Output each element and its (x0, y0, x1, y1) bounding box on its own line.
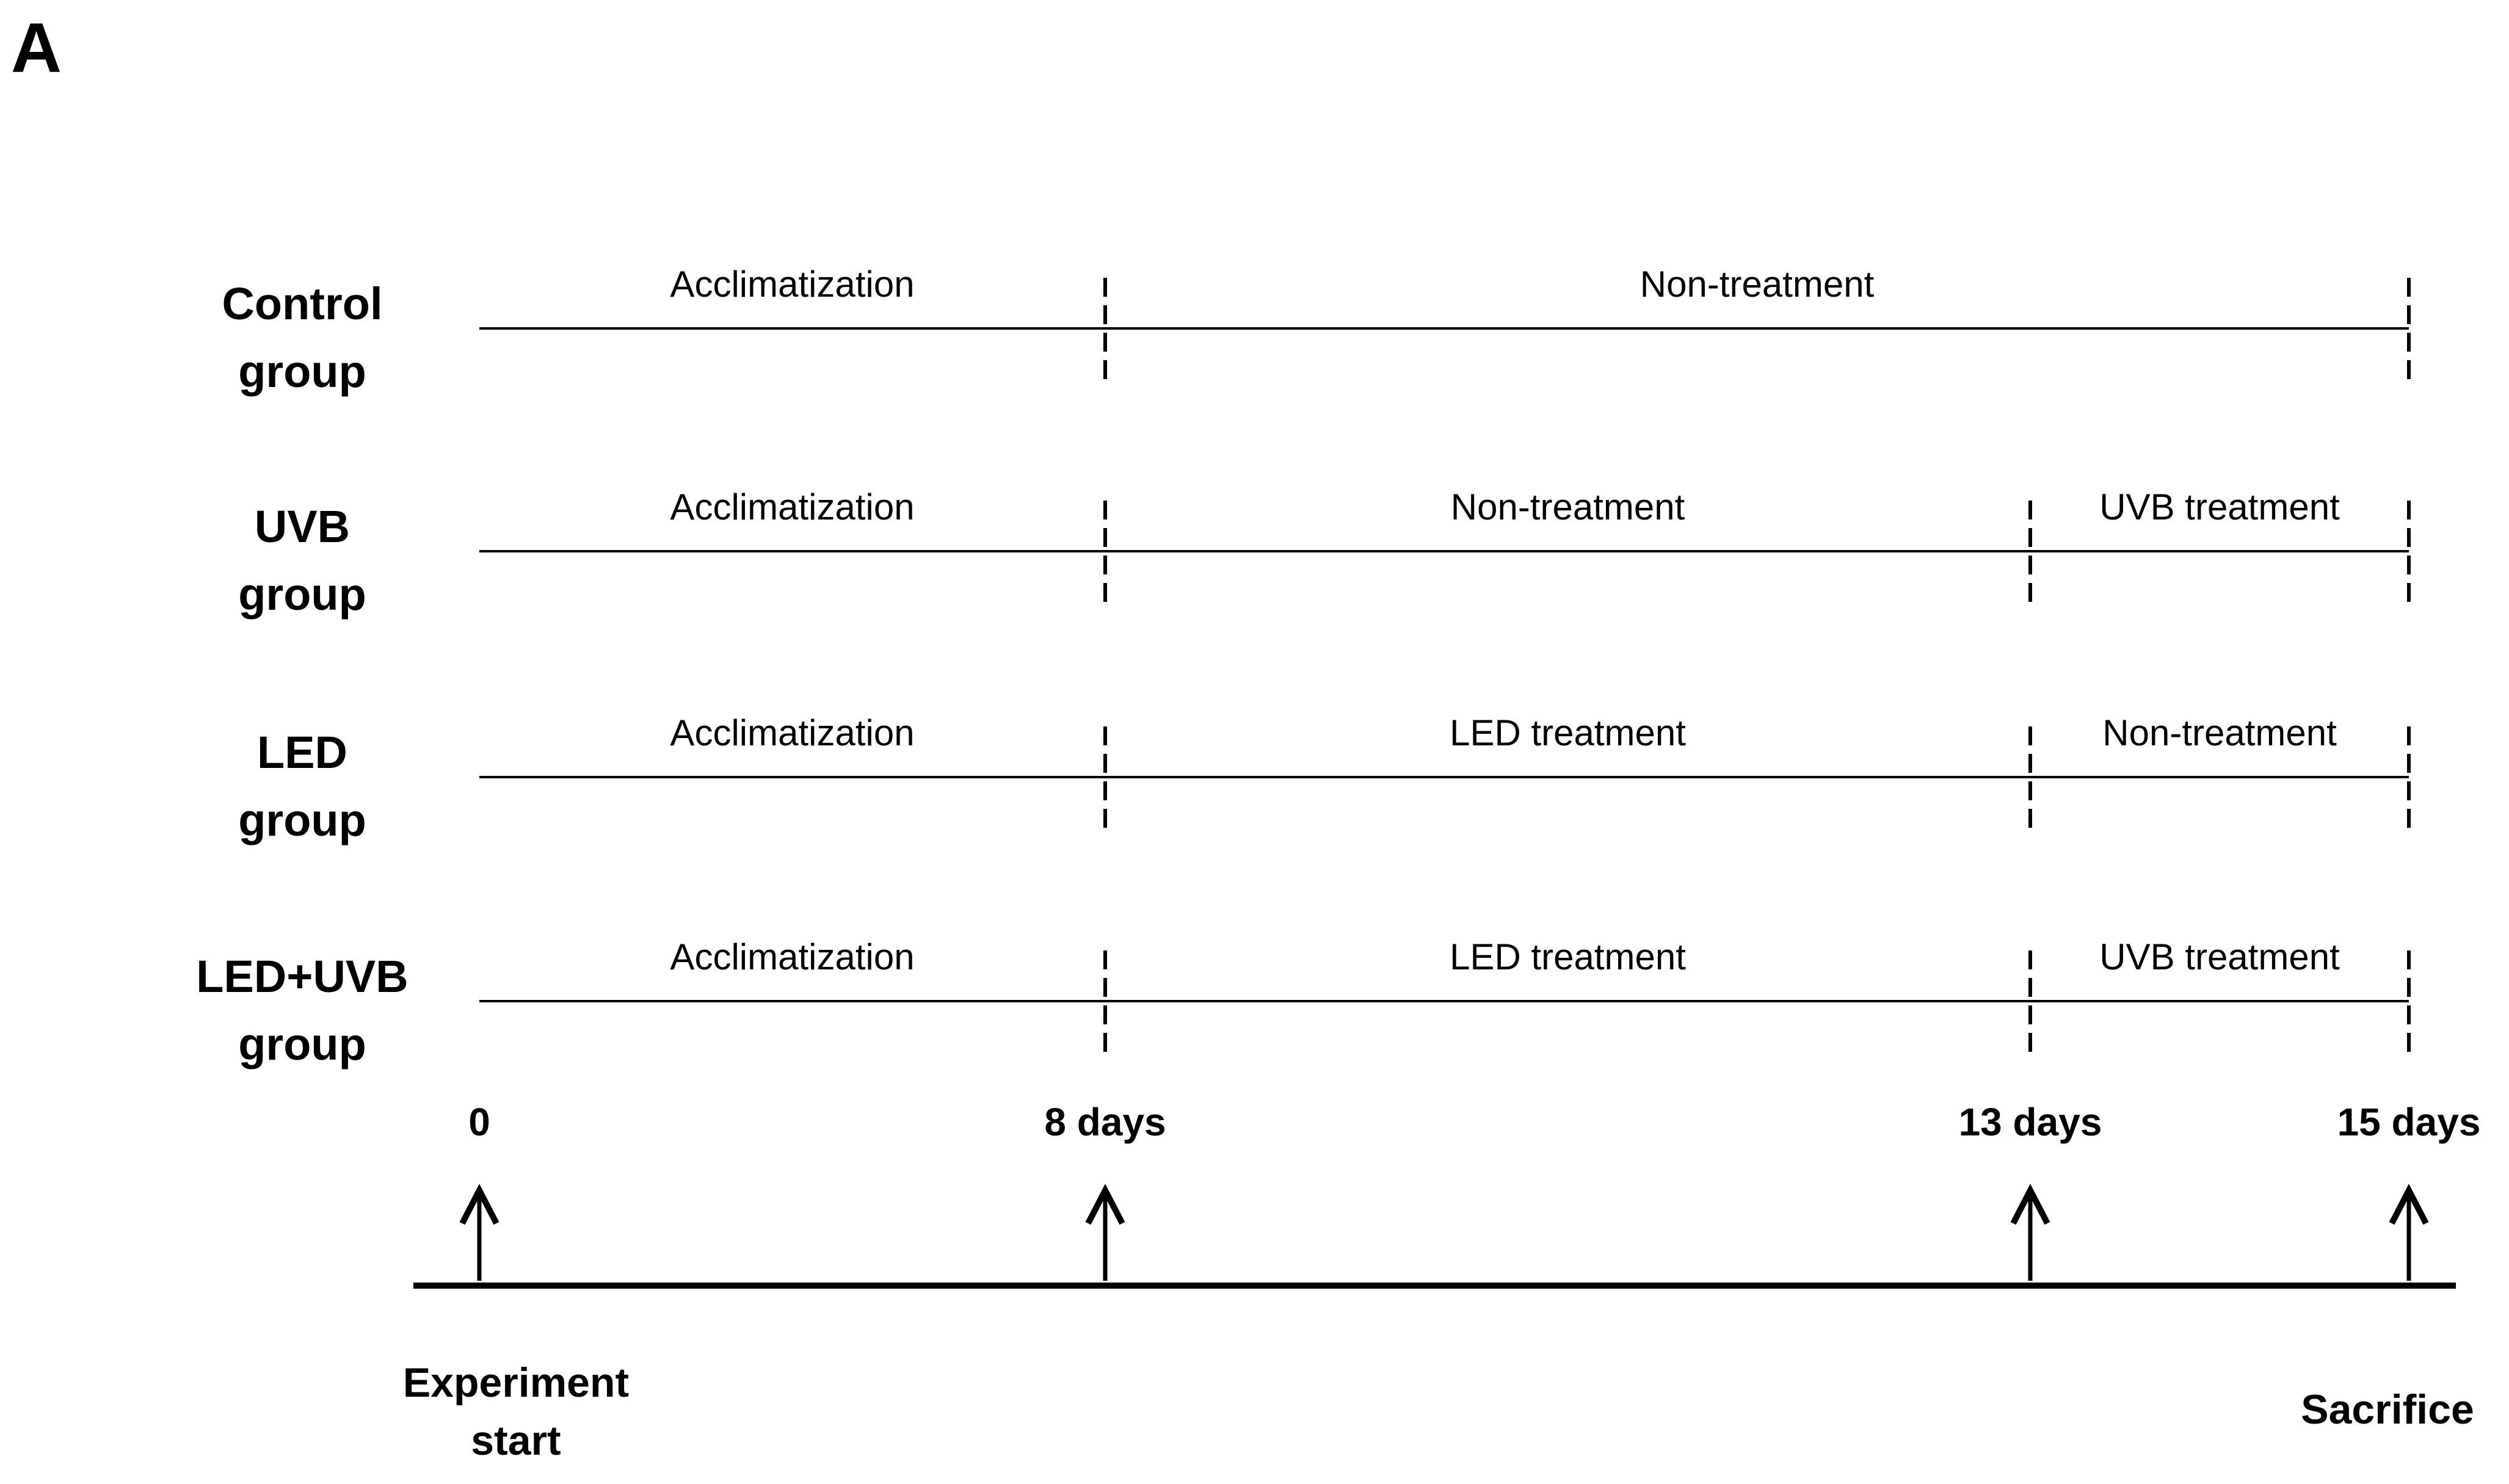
group-label: UVB group (125, 493, 479, 628)
tick-label-day0: 0 (468, 1100, 490, 1144)
phase-boundary-dash (1103, 501, 1107, 602)
group-name-line: group (238, 569, 366, 620)
group-timeline (479, 550, 2409, 552)
phase-boundary-dash (2028, 501, 2032, 602)
group-name-line: Control (222, 278, 383, 329)
phase-boundary-dash (2028, 726, 2032, 828)
phase-boundary-dash (2407, 278, 2411, 379)
group-label: Control group (125, 270, 479, 405)
phase-label: Non-treatment (2102, 712, 2337, 753)
group-name-line: LED (257, 727, 347, 778)
phase-boundary-dash (2407, 726, 2411, 828)
group-name-line: group (238, 346, 366, 397)
up-arrow-icon (1085, 1184, 1125, 1281)
phase-boundary-dash (2407, 950, 2411, 1052)
phase-label: Non-treatment (1639, 264, 1875, 305)
tick-label-day8: 8 days (1044, 1100, 1166, 1144)
phase-boundary-dash (2028, 950, 2032, 1052)
group-timeline (479, 776, 2409, 778)
group-name-line: group (238, 1019, 366, 1070)
group-timeline (479, 1000, 2409, 1002)
phase-boundary-dash (1103, 950, 1107, 1052)
phase-boundary-dash (2407, 501, 2411, 602)
group-label: LED group (125, 718, 479, 854)
panel-label: A (11, 9, 62, 87)
phase-label: LED treatment (1450, 712, 1686, 753)
sacrifice-label: Sacrifice (2301, 1386, 2474, 1433)
phase-label: Acclimatization (670, 264, 915, 305)
experiment-start-line: start (471, 1417, 561, 1464)
experiment-start-line: Experiment (402, 1359, 630, 1406)
up-arrow-icon (2389, 1184, 2429, 1281)
tick-label-day15: 15 days (2337, 1100, 2481, 1144)
phase-label: Acclimatization (670, 936, 915, 977)
phase-label: Acclimatization (670, 712, 915, 753)
group-name-line: UVB (254, 501, 350, 552)
group-timeline (479, 327, 2409, 330)
group-label: LED+UVB group (125, 943, 479, 1078)
tick-label-day13: 13 days (1958, 1100, 2102, 1144)
up-arrow-icon (459, 1184, 499, 1281)
phase-label: UVB treatment (2099, 487, 2340, 527)
experiment-start-label: Experiment start (302, 1354, 730, 1470)
group-name-line: LED+UVB (196, 951, 408, 1002)
phase-boundary-dash (1103, 278, 1107, 379)
timeline-axis (413, 1283, 2456, 1289)
up-arrow-icon (2010, 1184, 2050, 1281)
phase-boundary-dash (1103, 726, 1107, 828)
group-name-line: group (238, 795, 366, 845)
phase-label: Acclimatization (670, 487, 915, 527)
phase-label: Non-treatment (1450, 487, 1685, 527)
phase-label: UVB treatment (2099, 936, 2340, 977)
phase-label: LED treatment (1450, 936, 1686, 977)
